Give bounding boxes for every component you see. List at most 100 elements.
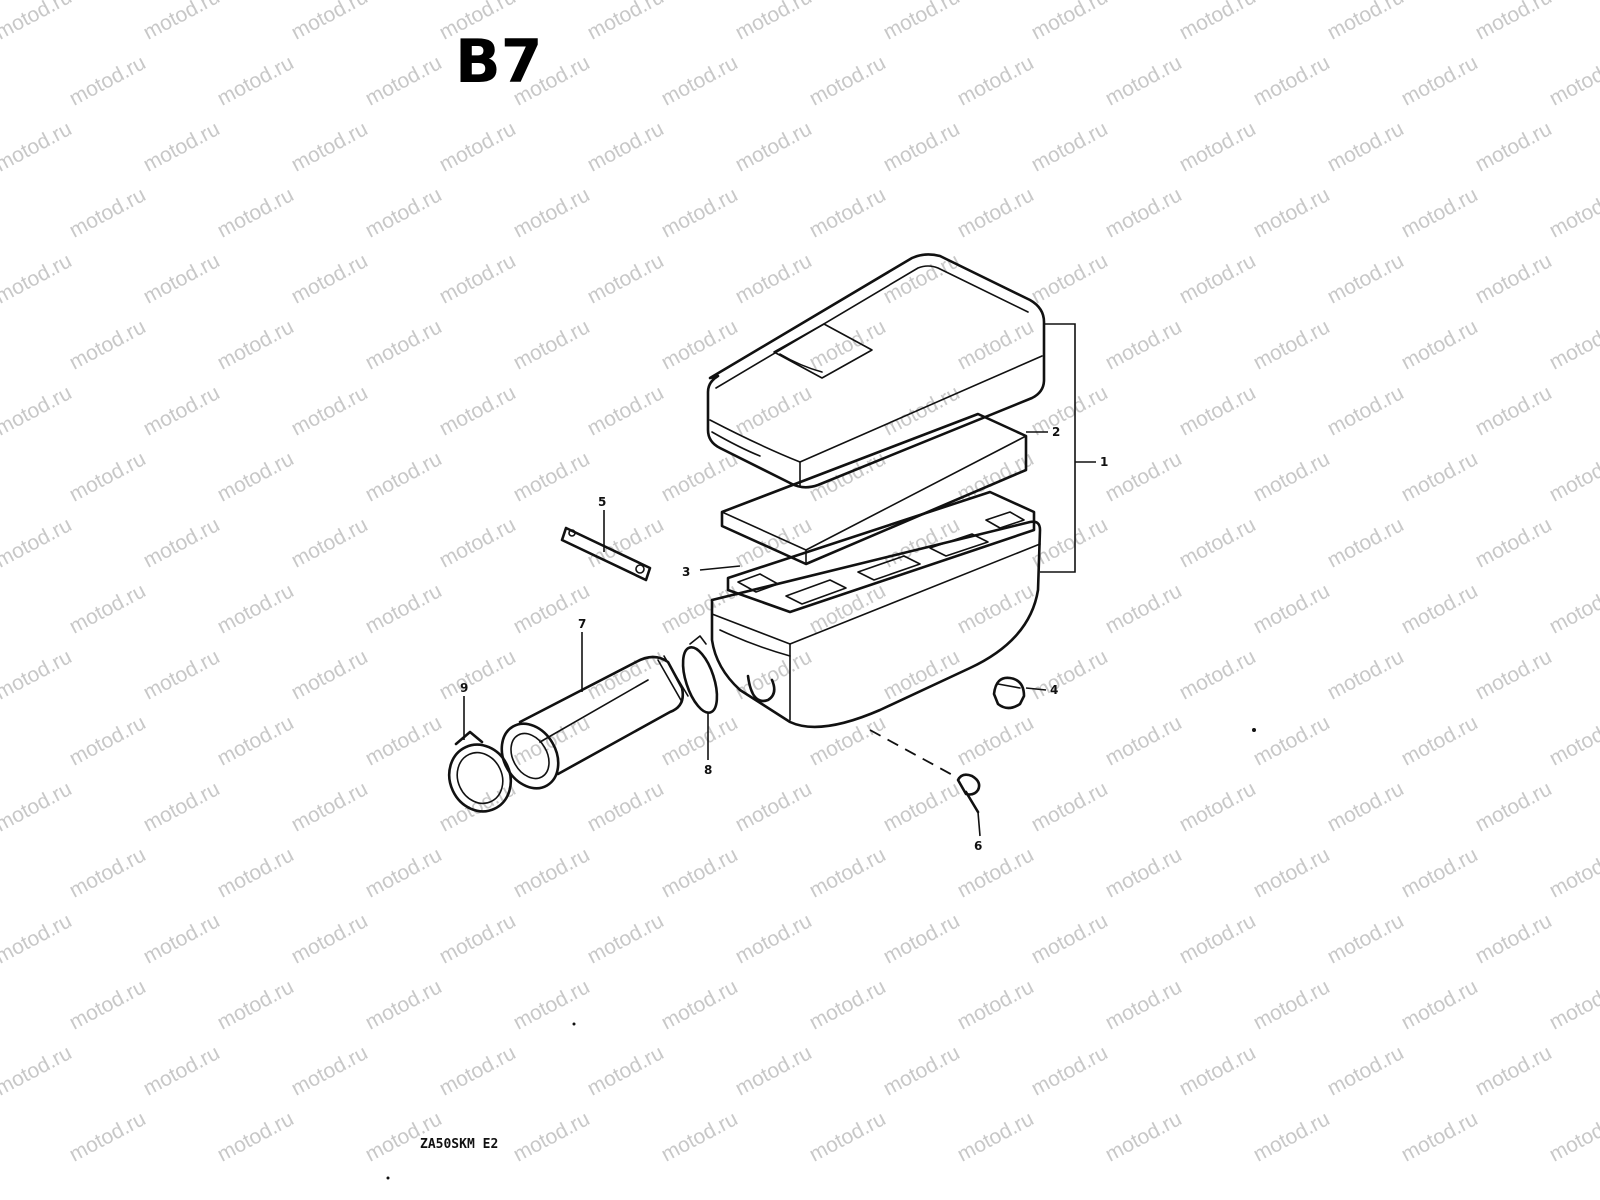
watermark-text: motod.ru: [806, 315, 890, 374]
watermark-text: motod.ru: [66, 579, 150, 638]
watermark-text: motod.ru: [1028, 0, 1112, 44]
watermark-text: motod.ru: [1176, 645, 1260, 704]
watermark-text: motod.ru: [436, 909, 520, 968]
watermark-text: motod.ru: [806, 843, 890, 902]
watermark-text: motod.ru: [1472, 645, 1556, 704]
watermark-text: motod.ru: [214, 1107, 298, 1166]
watermark-text: motod.ru: [362, 843, 446, 902]
watermark-text: motod.ru: [0, 579, 2, 638]
watermark-text: motod.ru: [66, 711, 150, 770]
watermark-text: motod.ru: [66, 447, 150, 506]
watermark-text: motod.ru: [732, 117, 816, 176]
watermark-text: motod.ru: [1472, 513, 1556, 572]
watermark-text: motod.ru: [1250, 975, 1334, 1034]
watermark-text: motod.ru: [1176, 513, 1260, 572]
watermark-text: motod.ru: [1324, 0, 1408, 44]
watermark-text: motod.ru: [1324, 117, 1408, 176]
watermark-text: motod.ru: [1250, 51, 1334, 110]
watermark-text: motod.ru: [806, 51, 890, 110]
watermark-text: motod.ru: [1028, 249, 1112, 308]
watermark-text: motod.ru: [214, 51, 298, 110]
watermark-text: motod.ru: [1102, 843, 1186, 902]
watermark-text: motod.ru: [0, 381, 76, 440]
watermark-text: motod.ru: [1472, 117, 1556, 176]
watermark-text: motod.ru: [1472, 0, 1556, 44]
watermark-text: motod.ru: [1176, 0, 1260, 44]
watermark-text: motod.ru: [140, 513, 224, 572]
watermark-text: motod.ru: [1250, 183, 1334, 242]
watermark-text: motod.ru: [1250, 711, 1334, 770]
watermark-text: motod.ru: [510, 843, 594, 902]
watermark-text: motod.ru: [0, 909, 76, 968]
watermark-text: motod.ru: [0, 711, 2, 770]
watermark-text: motod.ru: [1102, 1107, 1186, 1166]
watermark-text: motod.ru: [362, 975, 446, 1034]
watermark-text: motod.ru: [1250, 1107, 1334, 1166]
watermark-text: motod.ru: [954, 843, 1038, 902]
watermark-text: motod.ru: [1324, 249, 1408, 308]
watermark-text: motod.ru: [880, 1041, 964, 1100]
watermark-text: motod.ru: [214, 843, 298, 902]
callout-4: 4: [1050, 683, 1058, 697]
watermark-text: motod.ru: [436, 117, 520, 176]
callout-6: 6: [974, 839, 982, 853]
watermark-text: motod.ru: [1176, 1041, 1260, 1100]
watermark-text: motod.ru: [732, 381, 816, 440]
watermark-text: motod.ru: [1398, 975, 1482, 1034]
watermark-text: motod.ru: [288, 909, 372, 968]
watermark-text: motod.ru: [1546, 183, 1600, 242]
bracket: [560, 526, 652, 582]
watermark-text: motod.ru: [140, 117, 224, 176]
watermark-text: motod.ru: [584, 249, 668, 308]
watermark-text: motod.ru: [510, 447, 594, 506]
watermark-text: motod.ru: [954, 51, 1038, 110]
watermark-text: motod.ru: [1028, 909, 1112, 968]
watermark-text: motod.ru: [140, 645, 224, 704]
watermark-text: motod.ru: [1324, 645, 1408, 704]
watermark-text: motod.ru: [436, 513, 520, 572]
watermark-text: motod.ru: [214, 975, 298, 1034]
watermark-text: motod.ru: [1546, 975, 1600, 1034]
watermark-text: motod.ru: [1176, 381, 1260, 440]
watermark-text: motod.ru: [584, 381, 668, 440]
watermark-text: motod.ru: [954, 183, 1038, 242]
watermark-text: motod.ru: [732, 1041, 816, 1100]
watermark-text: motod.ru: [0, 843, 2, 902]
watermark-text: motod.ru: [584, 909, 668, 968]
watermark-text: motod.ru: [1472, 909, 1556, 968]
watermark-text: motod.ru: [954, 975, 1038, 1034]
watermark-text: motod.ru: [288, 381, 372, 440]
watermark-text: motod.ru: [1028, 117, 1112, 176]
watermark-text: motod.ru: [214, 711, 298, 770]
watermark-text: motod.ru: [1324, 777, 1408, 836]
watermark-text: motod.ru: [288, 117, 372, 176]
watermark-text: motod.ru: [1398, 843, 1482, 902]
watermark-text: motod.ru: [1324, 513, 1408, 572]
watermark-text: motod.ru: [214, 579, 298, 638]
clamp-9: [447, 730, 513, 813]
watermark-text: motod.ru: [1546, 579, 1600, 638]
watermark-text: motod.ru: [806, 447, 890, 506]
watermark-text: motod.ru: [0, 645, 76, 704]
watermark-text: motod.ru: [510, 315, 594, 374]
watermark-text: motod.ru: [0, 1041, 76, 1100]
watermark-text: motod.ru: [0, 0, 76, 44]
watermark-text: motod.ru: [0, 513, 76, 572]
watermark-text: motod.ru: [0, 1107, 2, 1166]
speck: [1252, 728, 1256, 732]
watermark-text: motod.ru: [214, 315, 298, 374]
watermark-text: motod.ru: [954, 711, 1038, 770]
watermark-text: motod.ru: [732, 0, 816, 44]
watermark-text: motod.ru: [806, 183, 890, 242]
watermark-text: motod.ru: [880, 513, 964, 572]
callout-2: 2: [1052, 425, 1060, 439]
watermark-text: motod.ru: [1472, 249, 1556, 308]
watermark-text: motod.ru: [1546, 711, 1600, 770]
watermark-text: motod.ru: [288, 777, 372, 836]
watermark-text: motod.ru: [510, 975, 594, 1034]
callout-1: 1: [1100, 455, 1108, 469]
watermark-text: motod.ru: [140, 381, 224, 440]
watermark-text: motod.ru: [1398, 1107, 1482, 1166]
watermark-text: motod.ru: [1472, 777, 1556, 836]
